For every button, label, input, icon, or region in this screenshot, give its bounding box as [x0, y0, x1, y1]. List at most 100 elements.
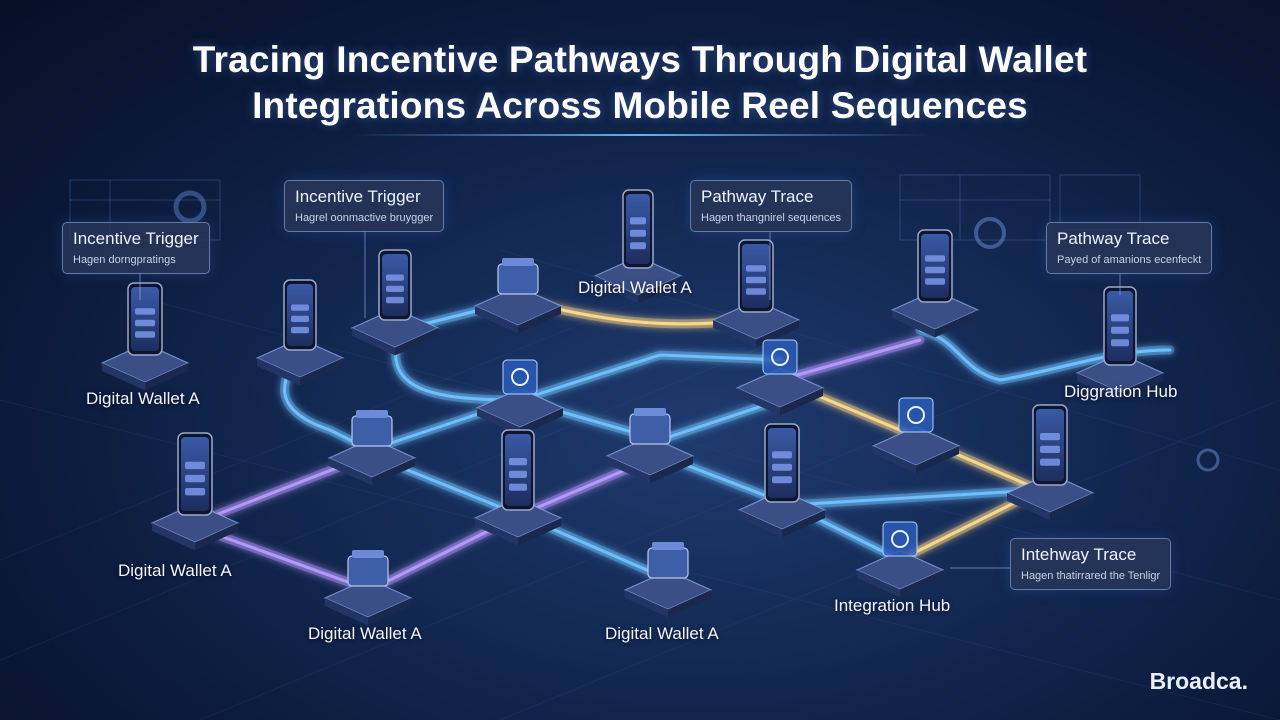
- node-platform-side: [900, 570, 943, 598]
- node-platform-side: [372, 458, 415, 486]
- hud-decoration-right: [899, 174, 1220, 472]
- phone-screen: [1036, 409, 1064, 481]
- phone-ui-bar: [291, 315, 309, 322]
- phone-ui-bar: [135, 308, 155, 315]
- card-connectors: [139, 230, 1121, 569]
- label-digital-wallet-mid-left: Digital Wallet A: [118, 561, 232, 580]
- network-node-16: [1005, 404, 1095, 521]
- node-platform-side: [780, 388, 823, 416]
- label-integration-hub: Integration Hub: [834, 596, 951, 615]
- hub-glyph: [771, 348, 789, 366]
- hub-glyph: [511, 368, 529, 386]
- node-platform-side: [892, 310, 935, 338]
- callout-heading: Incentive Trigger: [295, 187, 421, 206]
- callout-subtext: Hagen dorngpratings: [73, 254, 176, 266]
- wallet-card: [652, 542, 684, 550]
- network-node-0: [100, 282, 190, 391]
- node-platform-side: [638, 276, 681, 304]
- phone-ui-bar: [135, 331, 155, 338]
- network-node-18: [623, 542, 713, 618]
- node-platform-side: [739, 510, 782, 538]
- node-platform-side: [518, 518, 561, 546]
- node-platform-side: [325, 598, 368, 626]
- phone-ui-bar: [746, 265, 766, 272]
- callout-incentive-trigger-left: Incentive Trigger Hagen dorngpratings: [62, 222, 210, 274]
- wallet-card: [634, 408, 666, 416]
- phone-ui-bar: [1040, 458, 1060, 466]
- node-platform-side: [329, 458, 372, 486]
- network-node-19: [855, 521, 945, 598]
- phone-screen: [626, 194, 650, 264]
- node-platform-side: [713, 320, 756, 348]
- network-node-1: [255, 279, 345, 386]
- node-platform-side: [668, 590, 711, 618]
- phone-screen: [505, 434, 531, 506]
- phone-ui-bar: [1111, 339, 1129, 347]
- node-platform-side: [300, 358, 343, 386]
- phone-ui-bar: [386, 274, 404, 281]
- network-node-2: [350, 249, 440, 356]
- phone-ui-bar: [925, 266, 945, 274]
- network-node-11: [605, 408, 695, 484]
- network-node-5: [711, 239, 801, 348]
- label-digital-wallet-left: Digital Wallet A: [86, 389, 200, 408]
- network-node-14: [473, 429, 563, 546]
- phone-ui-bar: [925, 255, 945, 262]
- node-platform-side: [475, 518, 518, 546]
- phone-screen: [742, 244, 770, 308]
- page-title-line-2: Integrations Across Mobile Reel Sequence…: [252, 85, 1028, 126]
- phone-ui-bar: [135, 319, 155, 327]
- node-platform-side: [935, 310, 978, 338]
- callout-heading: Pathway Trace: [1057, 229, 1170, 248]
- title-underline: [350, 134, 930, 136]
- phone-ui-bar: [746, 276, 766, 284]
- node-platform-side: [518, 306, 561, 334]
- page-title-line-1: Tracing Incentive Pathways Through Digit…: [192, 39, 1088, 80]
- node-platform-side: [1077, 373, 1120, 401]
- hub-icon: [898, 397, 934, 433]
- callout-subtext: Hagen thatirrared the Tenligr: [1021, 570, 1161, 582]
- phone-ui-bar: [772, 463, 792, 471]
- node-platform-side: [477, 408, 520, 436]
- node-platform-side: [195, 523, 238, 551]
- phone-ui-bar: [1040, 445, 1060, 453]
- phone-ui-bar: [772, 451, 792, 459]
- node-platform-side: [1120, 373, 1163, 401]
- node-platform-side: [650, 456, 693, 484]
- phone-ui-bar: [630, 229, 646, 237]
- phone-ui-bar: [509, 483, 527, 491]
- callout-heading: Intehway Trace: [1021, 545, 1137, 564]
- node-platform-side: [520, 408, 563, 436]
- network-node-4: [593, 189, 683, 304]
- phone-ui-bar: [1111, 326, 1129, 334]
- wallet-icon: [497, 263, 539, 295]
- wallet-card: [352, 550, 384, 558]
- pathway-3: [658, 398, 782, 442]
- node-platform-side: [737, 388, 780, 416]
- network-node-8: [475, 359, 565, 436]
- node-platform-side: [595, 276, 638, 304]
- network-node-7: [1075, 286, 1165, 401]
- network-node-10: [327, 410, 417, 486]
- phone-ui-bar: [1111, 314, 1129, 322]
- node-platform-side: [145, 363, 188, 391]
- node-platform-side: [368, 598, 411, 626]
- network-node-15: [737, 423, 827, 538]
- wallet-icon: [629, 413, 671, 445]
- phone-ui-bar: [630, 217, 646, 225]
- network-node-13: [150, 432, 240, 551]
- callout-subtext: Hagrel oonmactive bruygger: [295, 212, 434, 224]
- network-node-9: [735, 339, 825, 416]
- phone-ui-bar: [386, 296, 404, 304]
- brand-logo: Broadca.: [1149, 668, 1248, 694]
- phone-ui-bar: [1040, 433, 1060, 441]
- network-node-12: [871, 397, 961, 474]
- node-platform-side: [857, 570, 900, 598]
- phone-ui-bar: [291, 304, 309, 311]
- phone-ui-bar: [630, 242, 646, 250]
- phone-ui-bar: [291, 326, 309, 334]
- node-platform-side: [102, 363, 145, 391]
- callout-pathway-trace-right: Pathway Trace Payed of amanions ecenfeck…: [1046, 222, 1213, 274]
- wallet-card: [356, 410, 388, 418]
